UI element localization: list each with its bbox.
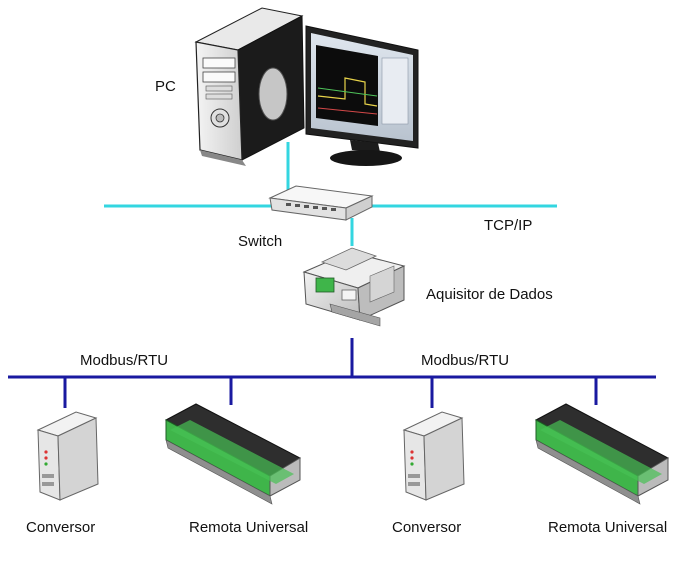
label-remote-2: Remota Universal <box>548 519 668 536</box>
label-switch: Switch <box>238 233 283 250</box>
remote-2-icon <box>534 403 670 505</box>
label-tcpip: TCP/IP <box>484 217 533 234</box>
label-modbus-right: Modbus/RTU <box>421 352 510 369</box>
modbus-bus <box>8 338 656 408</box>
label-converter-1: Conversor <box>26 519 96 536</box>
label-pc: PC <box>155 78 176 95</box>
label-converter-2: Conversor <box>392 519 462 536</box>
switch-icon <box>268 185 374 221</box>
converter-1-icon <box>36 411 99 501</box>
pc-tower-icon <box>194 7 305 166</box>
data-acquisitor-icon <box>302 247 406 327</box>
monitor-icon <box>305 25 419 166</box>
label-modbus-left: Modbus/RTU <box>80 352 169 369</box>
label-data-acquisitor: Aquisitor de Dados <box>426 286 553 303</box>
converter-2-icon <box>402 411 465 501</box>
remote-1-icon <box>164 403 302 505</box>
label-remote-1: Remota Universal <box>189 519 309 536</box>
